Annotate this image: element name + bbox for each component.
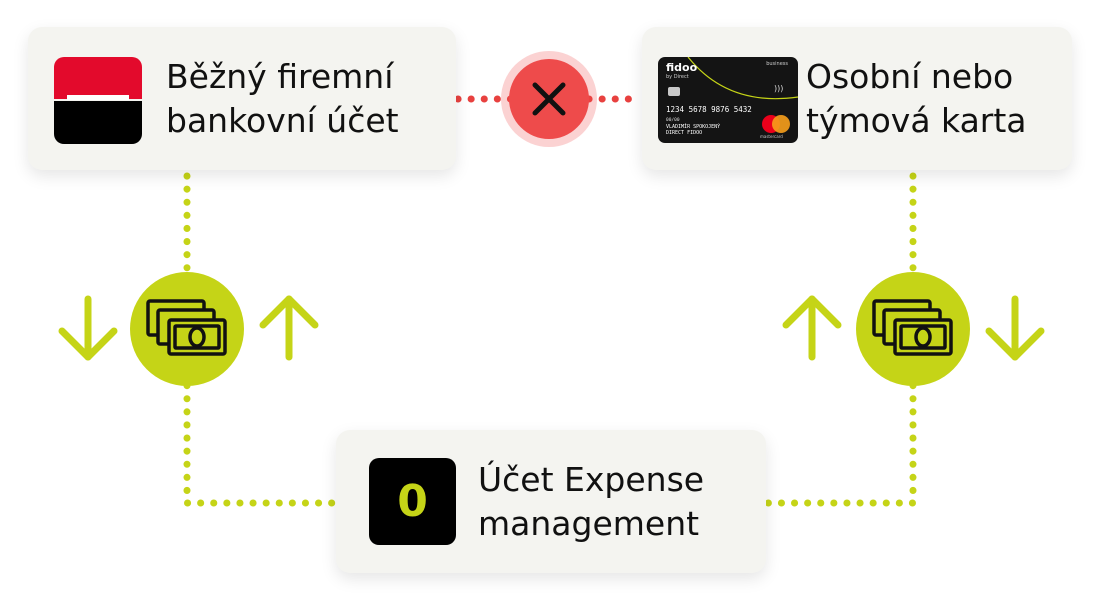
- expense-account-node: 0 Účet Expense management: [336, 430, 766, 573]
- bank-account-label: Běžný firemní bankovní účet: [166, 55, 399, 143]
- arrow-up-icon: [259, 295, 319, 361]
- card-holder-line2: DIRECT FIDOO: [666, 130, 703, 136]
- card-label-line2: týmová karta: [806, 101, 1027, 140]
- card-expense-connector: [764, 172, 917, 507]
- contactless-icon: ))): [774, 84, 784, 93]
- blocked-marker: [501, 51, 597, 147]
- mastercard-logo-icon: [762, 115, 792, 137]
- expense-account-label-line1: Účet Expense: [478, 460, 705, 499]
- card-holder: VLADIMÍR SPOKOJENÝ DIRECT FIDOO: [666, 124, 720, 136]
- expense-logo-glyph: 0: [397, 476, 428, 527]
- card-holder-line1: VLADIMÍR SPOKOJENÝ: [666, 124, 721, 130]
- bank-account-label-line2: bankovní účet: [166, 101, 399, 140]
- payment-card-image: fidoo by Direct business ))) 1234 5678 9…: [658, 57, 798, 143]
- card-label-line1: Osobní nebo: [806, 57, 1014, 96]
- bank-expense-connector: [183, 172, 338, 507]
- card-tier: business: [766, 61, 788, 67]
- bank-account-label-line1: Běžný firemní: [166, 57, 394, 96]
- bank-money-flow: [58, 272, 319, 386]
- money-stack-icon: [872, 299, 953, 356]
- expense-logo: 0: [369, 458, 456, 545]
- card-money-flow: [782, 272, 1045, 386]
- money-stack-icon: [146, 299, 227, 356]
- card-decoration: [687, 57, 798, 100]
- arrow-down-icon: [985, 295, 1045, 361]
- arrow-up-icon: [782, 295, 842, 361]
- card-expiry: 00/00: [666, 118, 680, 123]
- bank-logo: [54, 57, 142, 144]
- expense-account-label: Účet Expense management: [478, 458, 704, 546]
- card-brand-sub: by Direct: [666, 74, 689, 80]
- card-brand: fidoo: [666, 61, 698, 74]
- card-chip-icon: [668, 87, 680, 96]
- card-label: Osobní nebo týmová karta: [806, 55, 1027, 143]
- card-number: 1234 5678 9876 5432: [666, 105, 752, 114]
- arrow-down-icon: [58, 295, 118, 361]
- card-node: fidoo by Direct business ))) 1234 5678 9…: [642, 27, 1072, 170]
- close-icon: [532, 82, 566, 116]
- card-network: mastercard: [760, 134, 783, 139]
- bank-account-node: Běžný firemní bankovní účet: [28, 27, 456, 170]
- expense-account-label-line2: management: [478, 504, 700, 543]
